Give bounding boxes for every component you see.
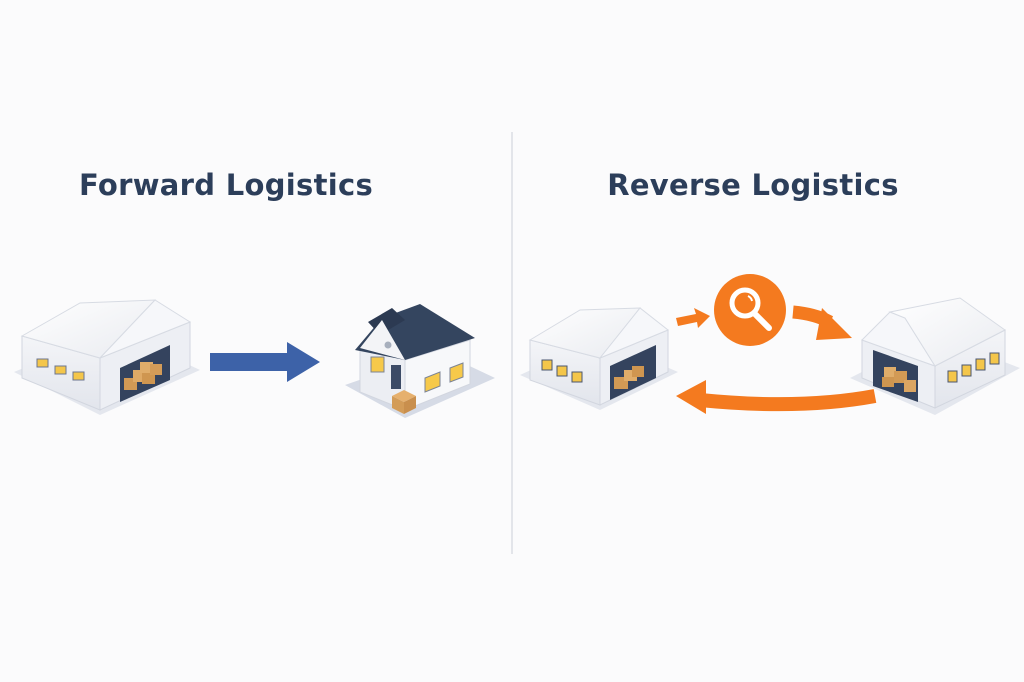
origin-warehouse-icon (520, 307, 678, 410)
reverse-logistics-title: Reverse Logistics (607, 168, 899, 202)
package-icon (392, 390, 416, 414)
house-icon (345, 304, 495, 418)
reverse-logistics-panel: Reverse Logistics (512, 0, 1024, 682)
cargo-boxes-icon (124, 362, 162, 390)
to-return-warehouse-arrow-icon (792, 305, 852, 340)
to-inspection-arrow-icon (676, 308, 710, 328)
panel-divider (511, 132, 513, 554)
inspection-magnifier-icon (714, 274, 786, 346)
forward-logistics-panel: Forward Logistics (78, 168, 374, 202)
warehouse-icon (14, 299, 200, 415)
forward-arrow-icon (210, 342, 320, 382)
warehouse-windows-icon (36, 358, 85, 381)
forward-logistics-title: Forward Logistics (78, 168, 374, 202)
return-warehouse-icon (850, 297, 1020, 415)
return-arrow-icon (676, 380, 877, 414)
